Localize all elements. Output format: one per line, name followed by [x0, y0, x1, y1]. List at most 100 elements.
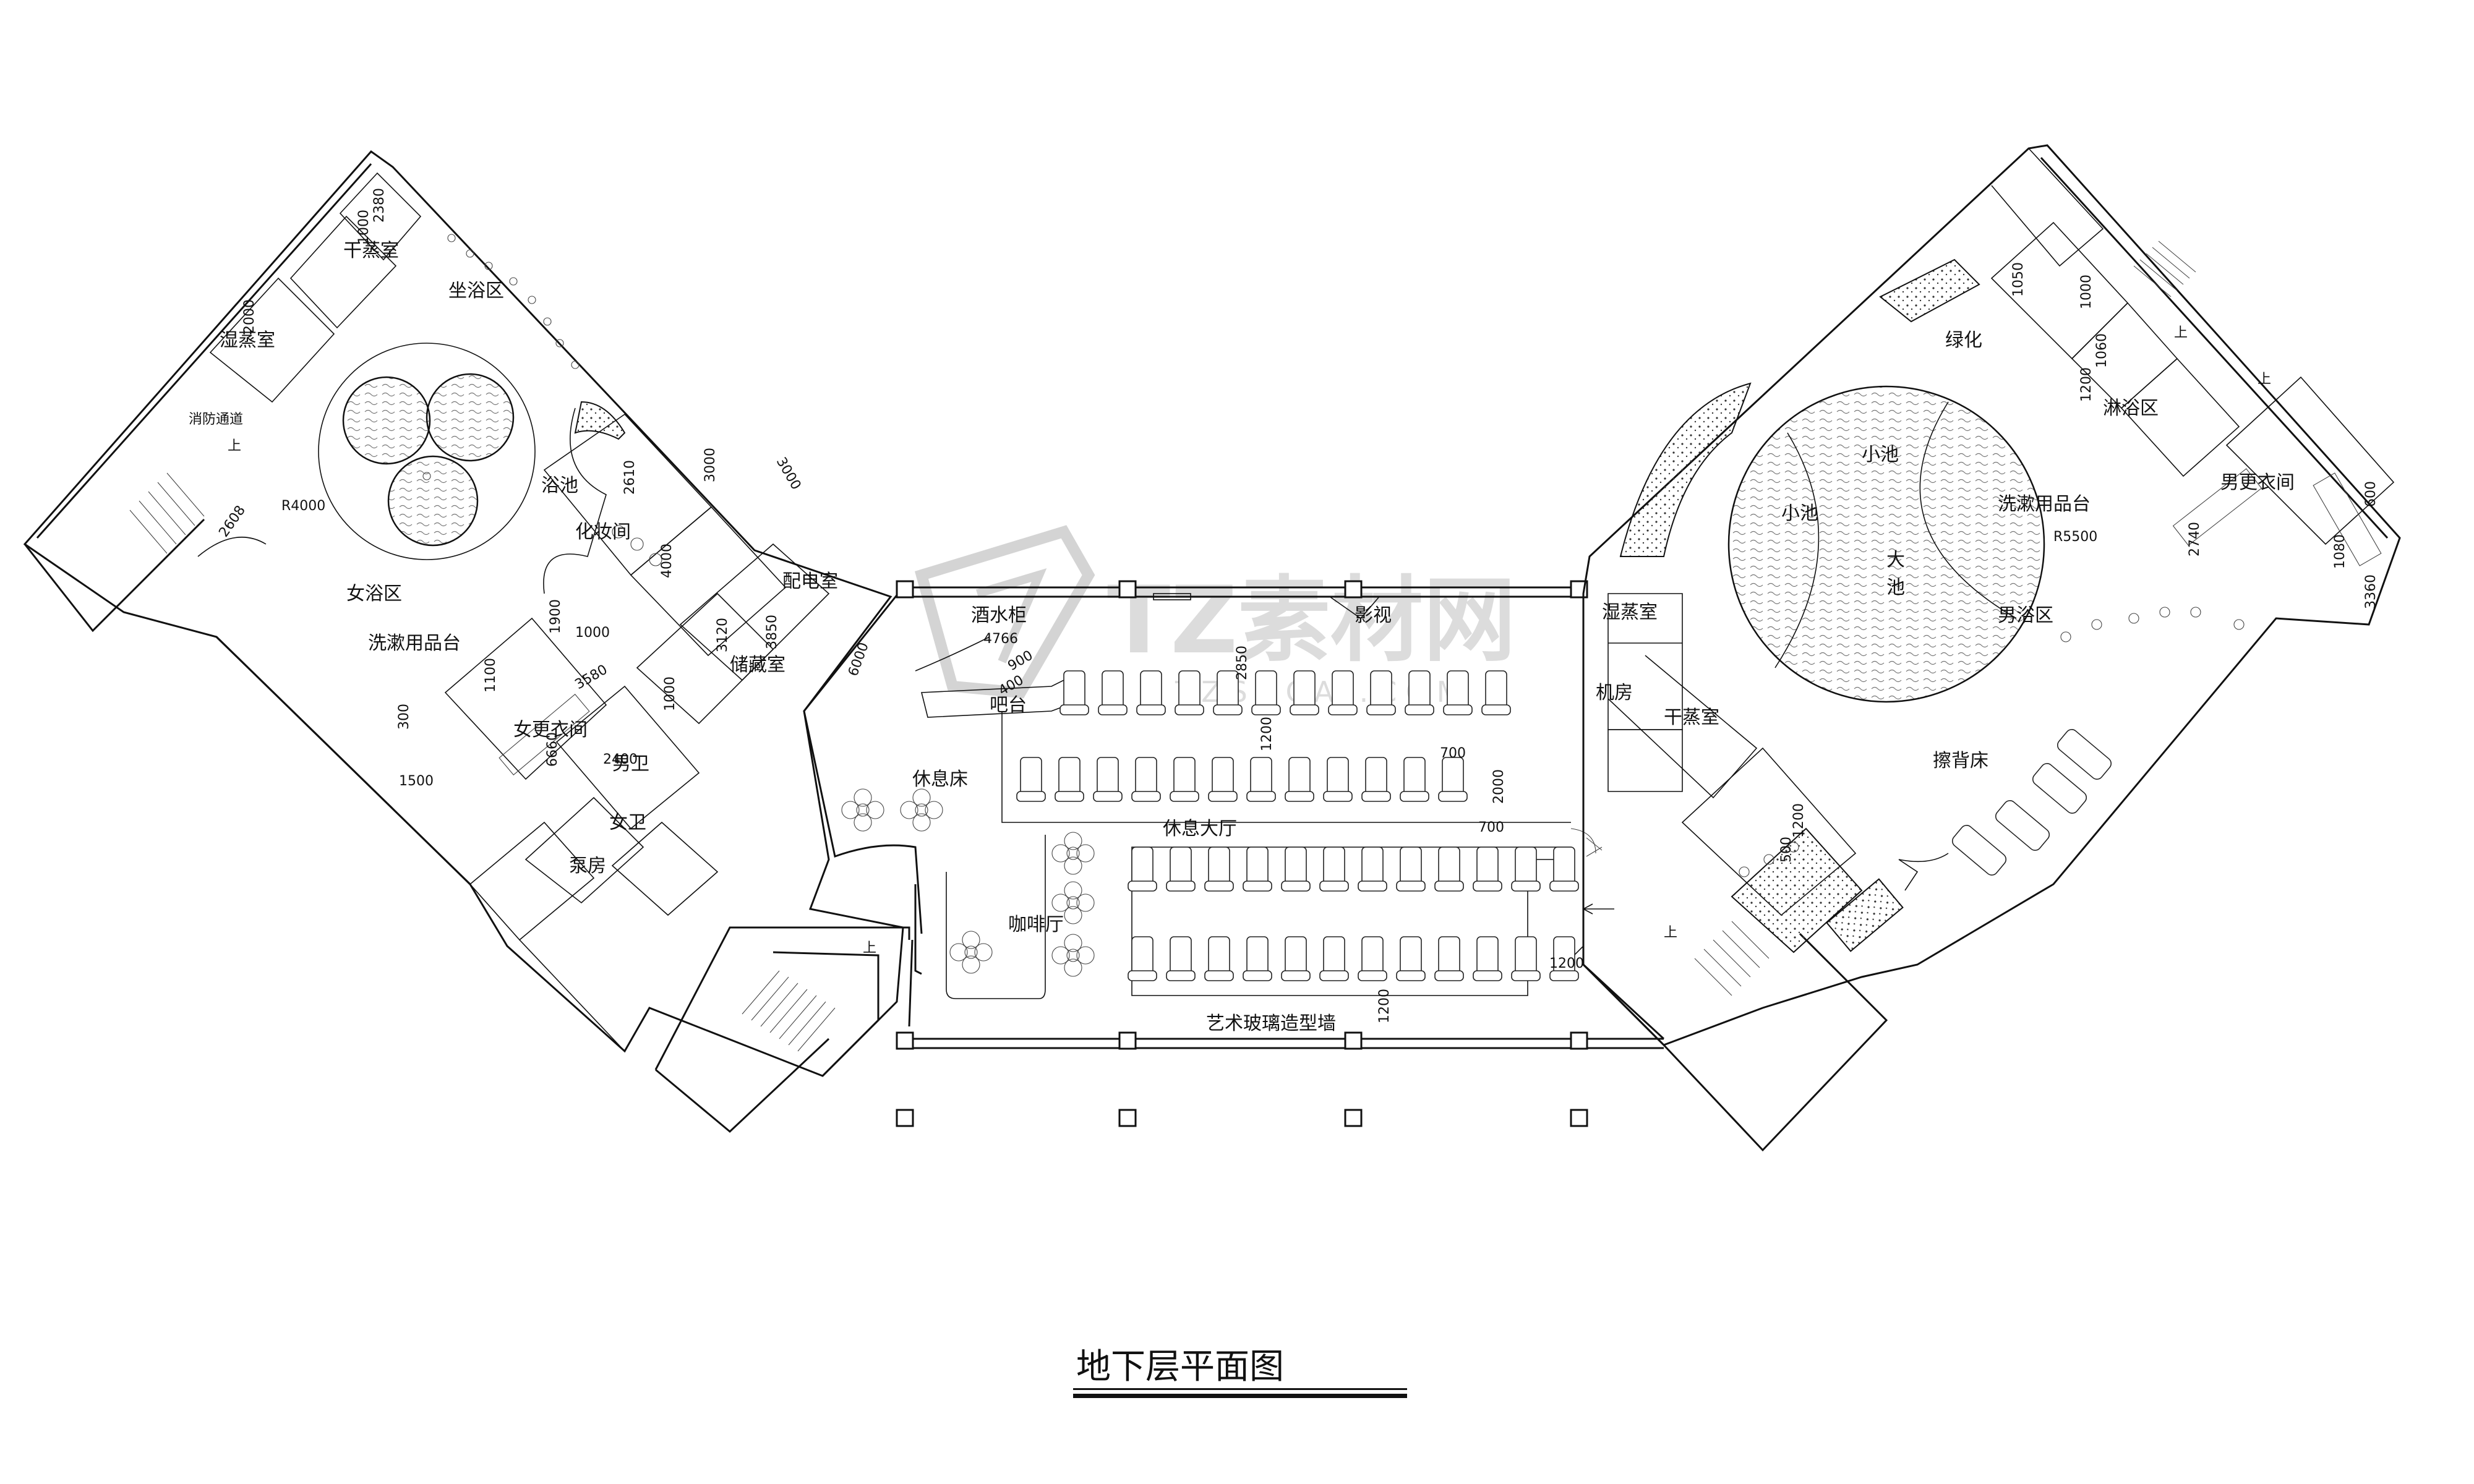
rest-bed: [1212, 757, 1234, 795]
cafe-table: [856, 803, 870, 817]
rest-bed-footrest: [1290, 704, 1319, 715]
label-power-room: 配电室: [782, 571, 838, 592]
dim-3850: 3850: [764, 615, 780, 649]
label-up-3: 上: [1664, 925, 1677, 940]
cafe-chair: [866, 801, 884, 819]
rest-bed-footrest: [1434, 970, 1464, 981]
rest-bed-footrest: [1285, 791, 1314, 802]
dim-2380: 2380: [372, 188, 387, 223]
rest-bed-footrest: [1361, 791, 1391, 802]
label-storage: 储藏室: [730, 654, 785, 676]
cafe-table: [964, 945, 978, 959]
rest-bed-footrest: [1434, 881, 1464, 892]
dim-1900: 1900: [548, 599, 563, 634]
dim-2400: 2400: [603, 752, 638, 767]
rest-bed-footrest: [1243, 881, 1272, 892]
label-art-glass-wall: 艺术玻璃造型墙: [1206, 1013, 1336, 1034]
rest-bed: [1442, 757, 1464, 795]
label-toiletries-m: 洗漱用品台: [1998, 493, 2091, 515]
rest-bed-footrest: [1055, 791, 1084, 802]
rest-bed-footrest: [1319, 881, 1349, 892]
rest-bed-footrest: [1166, 970, 1196, 981]
rest-bed-footrest: [1405, 704, 1434, 715]
massage-bed: [1951, 825, 2007, 876]
rest-bed: [1370, 670, 1392, 709]
dim-6660: 6660: [545, 732, 560, 767]
rest-bed: [1173, 757, 1196, 795]
label-small-pool-1: 小池: [1862, 444, 1899, 466]
rest-bed: [1485, 670, 1507, 709]
label-shower: 淋浴区: [2103, 398, 2159, 419]
rest-bed-footrest: [1204, 881, 1234, 892]
rest-bed-footrest: [1358, 970, 1387, 981]
rest-bed: [1250, 757, 1272, 795]
women-pool-1: [342, 376, 431, 465]
rest-bed: [1361, 936, 1384, 974]
rest-bed: [1170, 936, 1192, 974]
cafe-table: [1066, 949, 1080, 962]
dim-1000d: 1000: [2079, 275, 2094, 309]
rest-bed: [1438, 846, 1460, 885]
rest-bed: [1131, 936, 1154, 974]
rest-bed-footrest: [1093, 791, 1123, 802]
label-small-pool-2: 小池: [1781, 503, 1818, 524]
label-up-5: 上: [2258, 372, 2271, 387]
rest-bed-footrest: [1098, 704, 1128, 715]
rest-bed: [1246, 846, 1269, 885]
rest-bed: [1208, 936, 1230, 974]
label-water-bar: 酒水柜: [971, 605, 1027, 626]
label-up-1: 上: [228, 438, 241, 454]
label-women-locker: 女更衣间: [513, 719, 588, 741]
rest-bed: [1063, 670, 1085, 709]
rest-bed-footrest: [1213, 704, 1243, 715]
label-up-2: 上: [863, 940, 876, 956]
watermark-logo-text: TZ素材网: [1107, 567, 1516, 675]
central-wing: [803, 580, 1665, 1127]
rest-bed-footrest: [1059, 704, 1089, 715]
rest-bed-footrest: [1246, 791, 1276, 802]
cafe-chair: [1064, 881, 1082, 900]
right-wing: [1582, 144, 2401, 1152]
rest-bed: [1285, 936, 1307, 974]
cafe-tables: [841, 788, 1095, 977]
rest-bed-footrest: [1166, 881, 1196, 892]
label-cafe: 咖啡厅: [1008, 914, 1064, 936]
rest-bed: [1438, 936, 1460, 974]
rest-bed-footrest: [1170, 791, 1199, 802]
cafe-chair: [1076, 893, 1095, 912]
dim-2610: 2610: [622, 460, 638, 495]
label-up-4: 上: [2174, 325, 2188, 341]
rest-bed-footrest: [1136, 704, 1166, 715]
dim-1200a: 1200: [1259, 717, 1275, 751]
rest-bed: [1323, 936, 1345, 974]
dim-1000c: 1000: [662, 676, 678, 711]
dim-1200e: 1200: [1791, 803, 1807, 838]
rest-bed-footrest: [1281, 881, 1311, 892]
rest-bed: [1476, 936, 1499, 974]
label-machine-room: 机房: [1596, 682, 1633, 704]
rest-bed-footrest: [1319, 970, 1349, 981]
dim-2608: 2608: [216, 503, 249, 540]
cafe-chair: [841, 801, 860, 819]
rest-bed: [1553, 846, 1575, 885]
dim-2000a: 2000: [242, 299, 257, 334]
rest-bed: [1140, 670, 1162, 709]
cafe-chair: [949, 943, 968, 962]
rest-bed: [1058, 757, 1081, 795]
rest-bed-footrest: [1549, 881, 1579, 892]
rest-bed-footrest: [1358, 881, 1387, 892]
dim-3000b: 3000: [703, 448, 718, 482]
label-wet-sauna-w: 湿蒸室: [220, 330, 275, 351]
massage-bed: [2057, 729, 2112, 780]
cafe-chair: [974, 943, 993, 962]
dim-2850: 2850: [1235, 646, 1250, 680]
dim-700b: 700: [1478, 820, 1504, 835]
rest-bed: [1097, 757, 1119, 795]
stair-top-left: [129, 472, 205, 554]
rest-bed-footrest: [1243, 970, 1272, 981]
cafe-chair: [1064, 832, 1082, 850]
label-wet-sauna-m: 湿蒸室: [1602, 602, 1658, 623]
dim-3120: 3120: [715, 618, 730, 652]
label-massage-bed: 擦背床: [1933, 750, 1988, 772]
stair-bottom-right: [1694, 921, 1770, 996]
